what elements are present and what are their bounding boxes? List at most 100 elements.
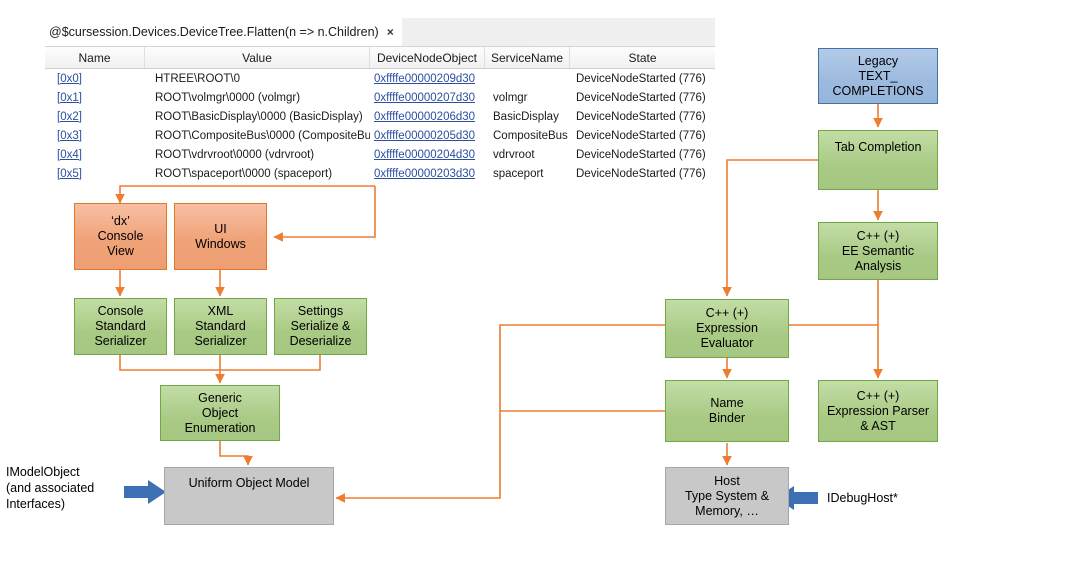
node-line: TEXT_ bbox=[858, 68, 898, 83]
column-header-name[interactable]: Name bbox=[45, 47, 145, 68]
close-icon[interactable]: × bbox=[386, 25, 394, 39]
device-node-link[interactable]: 0xffffe00000207d30 bbox=[374, 91, 476, 104]
cell-name[interactable]: [0x4] bbox=[45, 145, 145, 164]
label-imodelobject: IModelObject (and associated Interfaces) bbox=[6, 464, 124, 512]
node-line: Standard bbox=[195, 319, 246, 333]
cell-state: DeviceNodeStarted (776) bbox=[576, 148, 706, 161]
device-tree-grid: Name Value DeviceNodeObject ServiceName … bbox=[45, 46, 715, 184]
node-line: Enumeration bbox=[184, 420, 256, 435]
node-line: Generic bbox=[198, 390, 242, 405]
column-header-servicename[interactable]: ServiceName bbox=[485, 47, 570, 68]
node-line: Console bbox=[97, 304, 144, 318]
node-line: UI bbox=[214, 221, 227, 236]
cell-state: DeviceNodeStarted (776) bbox=[576, 167, 706, 180]
node-uniform-object-model[interactable]: Uniform Object Model bbox=[164, 467, 334, 525]
cell-servicename: spaceport bbox=[493, 167, 544, 180]
node-line: Settings bbox=[297, 304, 344, 318]
label-line: IModelObject bbox=[6, 465, 80, 479]
cell-value: ROOT\spaceport\0000 (spaceport) bbox=[155, 167, 333, 180]
cell-state: DeviceNodeStarted (776) bbox=[576, 110, 706, 123]
cell-name[interactable]: [0x1] bbox=[45, 88, 145, 107]
node-expression-parser-ast[interactable]: C++ (+) Expression Parser & AST bbox=[818, 380, 938, 442]
node-line: C++ (+) bbox=[856, 228, 900, 243]
table-row[interactable]: [0x4]ROOT\vdrvroot\0000 (vdrvroot)0xffff… bbox=[45, 145, 715, 164]
wire-grid-to-dx-console bbox=[115, 185, 375, 204]
cell-devicenodeobject[interactable]: 0xffffe00000209d30 bbox=[370, 69, 485, 88]
cell-devicenodeobject[interactable]: 0xffffe00000207d30 bbox=[370, 88, 485, 107]
table-row[interactable]: [0x1]ROOT\volmgr\0000 (volmgr)0xffffe000… bbox=[45, 88, 715, 107]
node-line: & AST bbox=[860, 418, 896, 433]
node-ui-windows[interactable]: UI Windows bbox=[174, 203, 267, 270]
column-header-devicenodeobject[interactable]: DeviceNodeObject bbox=[370, 47, 485, 68]
row-index-link[interactable]: [0x0] bbox=[57, 72, 82, 85]
label-line: Interfaces) bbox=[6, 497, 66, 511]
device-node-link[interactable]: 0xffffe00000205d30 bbox=[374, 129, 476, 142]
node-line: Host bbox=[714, 473, 740, 488]
row-index-link[interactable]: [0x3] bbox=[57, 129, 82, 142]
cell-servicename: vdrvroot bbox=[493, 148, 535, 161]
node-xml-standard-serializer[interactable]: XML Standard Serializer bbox=[174, 298, 267, 355]
cell-name[interactable]: [0x0] bbox=[45, 69, 145, 88]
column-header-state[interactable]: State bbox=[628, 50, 657, 65]
node-line: Type System & bbox=[684, 488, 770, 503]
node-tab-completion[interactable]: Tab Completion bbox=[818, 130, 938, 190]
node-line: Object bbox=[201, 405, 239, 420]
cell-devicenodeobject[interactable]: 0xffffe00000204d30 bbox=[370, 145, 485, 164]
node-generic-object-enumeration[interactable]: Generic Object Enumeration bbox=[160, 385, 280, 441]
node-ee-semantic-analysis[interactable]: C++ (+) EE Semantic Analysis bbox=[818, 222, 938, 280]
device-node-link[interactable]: 0xffffe00000203d30 bbox=[374, 167, 476, 180]
node-console-standard-serializer[interactable]: Console Standard Serializer bbox=[74, 298, 167, 355]
node-line: EE Semantic bbox=[841, 243, 915, 258]
wire-generic-enum-to-uniform-model bbox=[219, 441, 253, 466]
imodelobject-arrow-icon bbox=[124, 480, 166, 504]
table-row[interactable]: [0x2] ROOT\BasicDisplay\0000 (BasicDispla… bbox=[45, 107, 715, 126]
device-node-link[interactable]: 0xffffe00000204d30 bbox=[374, 148, 476, 161]
label-idebughost: IDebugHost* bbox=[827, 491, 898, 505]
cell-servicename: CompositeBus bbox=[493, 129, 568, 142]
node-line: Expression Parser bbox=[826, 403, 930, 418]
cell-value: ROOT\BasicDisplay\0000 (BasicDisplay) bbox=[155, 110, 363, 123]
node-expression-evaluator[interactable]: C++ (+) Expression Evaluator bbox=[665, 299, 789, 358]
cell-name[interactable]: [0x3] bbox=[45, 126, 145, 145]
node-line: C++ (+) bbox=[856, 388, 900, 403]
node-settings-serialize-deserialize[interactable]: Settings Serialize & Deserialize bbox=[274, 298, 367, 355]
tab-devicetree-query[interactable]: @$cursession.Devices.DeviceTree.Flatten(… bbox=[45, 18, 402, 46]
node-legacy-text-completions[interactable]: Legacy TEXT_ COMPLETIONS bbox=[818, 48, 938, 104]
row-index-link[interactable]: [0x2] bbox=[57, 110, 82, 123]
node-line: Serializer bbox=[194, 334, 247, 348]
tab-label: @$cursession.Devices.DeviceTree.Flatten(… bbox=[49, 25, 379, 39]
table-row[interactable]: [0x5] ROOT\spaceport\0000 (spaceport) 0xff… bbox=[45, 164, 715, 183]
node-line: Serialize & bbox=[290, 319, 351, 333]
grid-header-row: Name Value DeviceNodeObject ServiceName … bbox=[45, 47, 715, 69]
table-row[interactable]: [0x3]ROOT\CompositeBus\0000 (CompositeBu… bbox=[45, 126, 715, 145]
debugger-data-model-window: @$cursession.Devices.DeviceTree.Flatten(… bbox=[45, 18, 715, 184]
cell-devicenodeobject[interactable]: 0xffffe00000206d30 bbox=[370, 107, 485, 126]
wire-expression-evaluator-to-uniform-model bbox=[335, 324, 665, 503]
cell-devicenodeobject[interactable]: 0xffffe00000205d30 bbox=[370, 126, 485, 145]
device-node-link[interactable]: 0xffffe00000206d30 bbox=[374, 110, 476, 123]
row-index-link[interactable]: [0x1] bbox=[57, 91, 82, 104]
node-name-binder[interactable]: Name Binder bbox=[665, 380, 789, 442]
node-line: View bbox=[107, 244, 134, 258]
cell-name[interactable]: [0x2] bbox=[45, 107, 145, 126]
wire-tab-completion-to-expression-evaluator bbox=[722, 159, 818, 297]
node-dx-console-view[interactable]: ‘dx’ Console View bbox=[74, 203, 167, 270]
node-line: Name bbox=[710, 396, 744, 410]
node-host-type-system[interactable]: Host Type System & Memory, … bbox=[665, 467, 789, 525]
node-line: Serializer bbox=[94, 334, 147, 348]
device-node-link[interactable]: 0xffffe00000209d30 bbox=[374, 72, 476, 85]
row-index-link[interactable]: [0x5] bbox=[57, 167, 82, 180]
cell-servicename: BasicDisplay bbox=[493, 110, 559, 123]
column-header-value[interactable]: Value bbox=[145, 47, 370, 68]
node-line: Uniform Object Model bbox=[188, 476, 310, 490]
cell-devicenodeobject[interactable]: 0xffffe00000203d30 bbox=[370, 164, 485, 183]
node-line: Windows bbox=[195, 236, 246, 251]
node-line: Expression bbox=[696, 321, 758, 335]
node-line: Standard bbox=[95, 319, 146, 333]
cell-state: DeviceNodeStarted (776) bbox=[576, 129, 706, 142]
cell-name[interactable]: [0x5] bbox=[45, 164, 145, 183]
row-index-link[interactable]: [0x4] bbox=[57, 148, 82, 161]
cell-state: DeviceNodeStarted (776) bbox=[576, 91, 706, 104]
